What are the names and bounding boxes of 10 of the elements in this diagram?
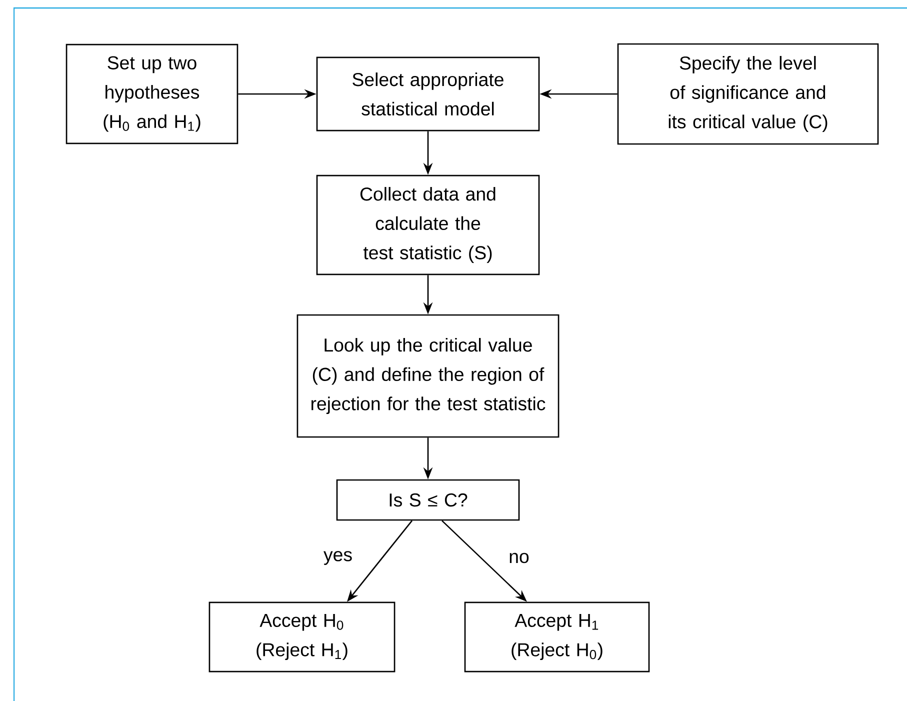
process-box: Collect data and calculate the test statistic (S) bbox=[316, 174, 540, 276]
process-box: Set up two hypotheses (H$_{0}$ and H$_{1}$) bbox=[66, 44, 238, 144]
process-box: Look up the critical value (C) and define the region of rejection for the test statistic bbox=[296, 314, 560, 438]
edge-label: no bbox=[507, 552, 531, 564]
process-box: Is S ≤ C? bbox=[336, 479, 520, 521]
edge-label: yes bbox=[322, 550, 354, 566]
process-box: Accept H$_{0}$ (Reject H$_{1}$) bbox=[208, 602, 396, 672]
process-box: Accept H$_{1}$ (Reject H$_{0}$) bbox=[464, 602, 650, 672]
process-box: Select appropriate statistical model bbox=[316, 56, 540, 132]
process-box: Specify the level of significance and its critical value (C) bbox=[617, 43, 879, 145]
